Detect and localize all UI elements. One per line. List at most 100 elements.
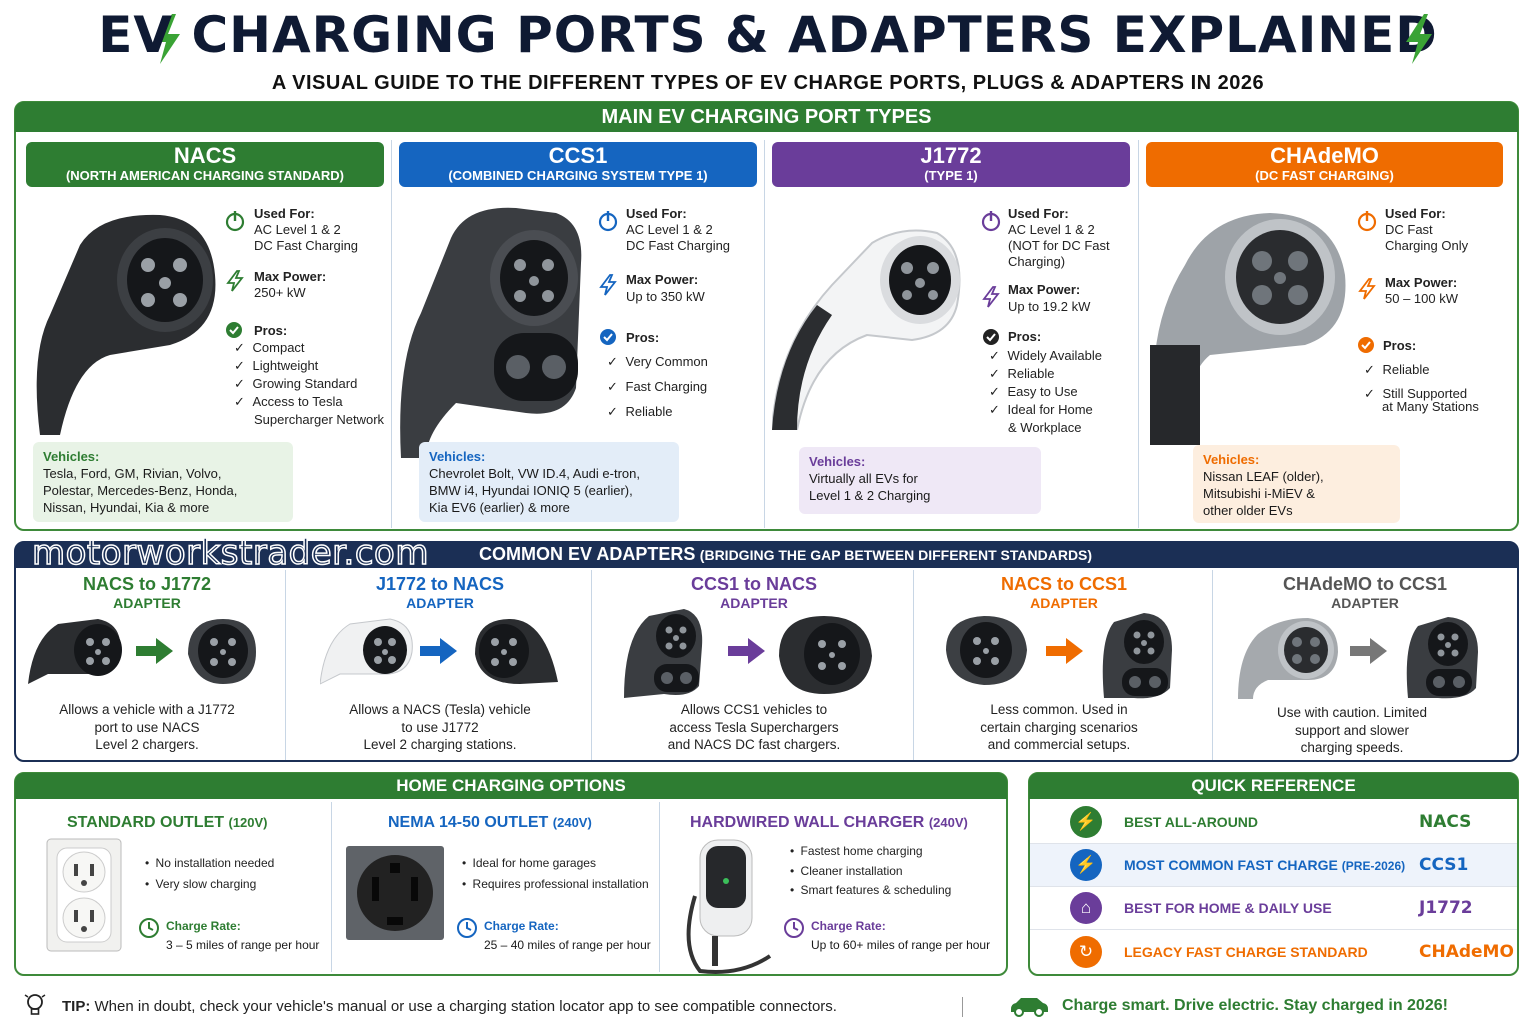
adapter-subtitle: ADAPTER bbox=[406, 595, 474, 611]
page-subtitle: A VISUAL GUIDE TO THE DIFFERENT TYPES OF… bbox=[271, 72, 1265, 94]
clock-icon bbox=[784, 918, 804, 938]
watermark: motorworkstrader.com bbox=[31, 532, 429, 574]
quick-reference-table: ⚡ BEST ALL-AROUND NACS ⚡ MOST COMMON FAS… bbox=[1030, 801, 1517, 973]
used-for-label: Used For: bbox=[626, 206, 687, 221]
j1772-to-nacs-adapter-image bbox=[320, 618, 558, 685]
port-subtitle: (TYPE 1) bbox=[924, 168, 978, 183]
pro-item-continued: at Many Stations bbox=[1382, 399, 1479, 414]
adapter-subtitle: ADAPTER bbox=[1030, 595, 1098, 611]
pro-item: Growing Standard bbox=[234, 375, 358, 393]
home-option-title: HARDWIRED WALL CHARGER (240V) bbox=[690, 814, 968, 831]
nacs-to-ccs1-adapter-image bbox=[946, 613, 1172, 699]
charge-rate-label: Charge Rate: bbox=[484, 919, 559, 933]
pro-item: Reliable bbox=[989, 365, 1102, 383]
used-for-label: Used For: bbox=[1385, 206, 1446, 221]
pros-label: Pros: bbox=[626, 330, 660, 345]
pro-item: Fast Charging bbox=[607, 374, 708, 399]
pros-label: Pros: bbox=[1008, 329, 1042, 344]
footer-tip: TIP: When in doubt, check your vehicle's… bbox=[62, 998, 837, 1015]
pro-item-continued: & Workplace bbox=[1008, 420, 1082, 435]
qr-value: NACS bbox=[1419, 812, 1472, 832]
pro-item: Access to Tesla bbox=[234, 393, 357, 411]
pro-item: Easy to Use bbox=[989, 383, 1102, 401]
home-section-title: HOME CHARGING OPTIONS bbox=[15, 773, 1007, 799]
power-icon bbox=[981, 211, 1001, 232]
charge-rate-value: Up to 60+ miles of range per hour bbox=[811, 938, 991, 952]
pros-label: Pros: bbox=[254, 323, 288, 338]
qr-value: J1772 bbox=[1419, 898, 1473, 918]
used-for-label: Used For: bbox=[254, 206, 315, 221]
port-name: J1772 bbox=[920, 143, 982, 168]
nacs-to-j1772-adapter-image bbox=[28, 619, 256, 684]
qr-value: CHAdeMO bbox=[1419, 941, 1514, 962]
pro-item: Widely Available bbox=[989, 347, 1102, 365]
nema-outlet-image bbox=[346, 846, 444, 940]
adapter-subtitle: ADAPTER bbox=[113, 595, 181, 611]
j1772-header: J1772 (TYPE 1) bbox=[772, 142, 1130, 187]
home-option-bullets: No installation neededVery slow charging bbox=[145, 853, 275, 895]
max-power-value: 250+ kW bbox=[254, 285, 306, 300]
adapter-divider bbox=[285, 570, 286, 760]
qr-value: CCS1 bbox=[1419, 855, 1469, 875]
clock-icon bbox=[457, 918, 477, 938]
pro-item-continued: Supercharger Network bbox=[254, 412, 385, 427]
port-name: CHAdeMO bbox=[1270, 143, 1379, 168]
column-divider bbox=[391, 140, 392, 528]
port-name: NACS bbox=[173, 143, 237, 168]
adapter-title: CHAdeMO to CCS1 bbox=[1282, 574, 1447, 594]
adapters-section-title: COMMON EV ADAPTERS (BRIDGING THE GAP BET… bbox=[479, 544, 1093, 564]
adapter-divider bbox=[913, 570, 914, 760]
adapter-title: J1772 to NACS bbox=[375, 574, 505, 594]
qr-label: MOST COMMON FAST CHARGE (PRE-2026) bbox=[1124, 857, 1406, 873]
check-circle-icon bbox=[1358, 337, 1374, 353]
column-divider bbox=[764, 140, 765, 528]
main-section-title: MAIN EV CHARGING PORT TYPES bbox=[15, 102, 1518, 132]
quick-reference-title: QUICK REFERENCE bbox=[1029, 773, 1518, 799]
chademo-header: CHAdeMO (DC FAST CHARGING) bbox=[1146, 142, 1503, 187]
footer-divider bbox=[962, 997, 963, 1017]
port-subtitle: (NORTH AMERICAN CHARGING STANDARD) bbox=[65, 168, 345, 183]
pro-item: Reliable bbox=[1364, 358, 1467, 382]
max-power-label: Max Power: bbox=[1385, 275, 1458, 290]
lightbulb-icon bbox=[24, 994, 46, 1015]
column-divider bbox=[1138, 140, 1139, 528]
lightning-icon bbox=[599, 274, 617, 296]
clock-icon bbox=[139, 918, 159, 938]
wall-charger-image bbox=[686, 839, 772, 974]
adapter-title: NACS to J1772 bbox=[82, 574, 212, 594]
lightning-bolt-icon bbox=[1406, 14, 1432, 64]
adapter-subtitle: ADAPTER bbox=[1331, 595, 1399, 611]
adapter-title: NACS to CCS1 bbox=[1000, 574, 1127, 594]
pro-item: Compact bbox=[234, 339, 357, 357]
vehicles-label: Vehicles: bbox=[809, 454, 866, 469]
max-power-label: Max Power: bbox=[1008, 282, 1081, 297]
nacs-pros-list: Compact Lightweight Growing Standard Acc… bbox=[234, 339, 358, 411]
adapter-divider bbox=[1212, 570, 1213, 760]
charge-rate-value: 25 – 40 miles of range per hour bbox=[484, 938, 651, 952]
ccs1-connector-image bbox=[400, 207, 582, 458]
vehicles-label: Vehicles: bbox=[429, 449, 486, 464]
ccs1-vehicles-box: Vehicles: Chevrolet Bolt, VW ID.4, Audi … bbox=[419, 442, 679, 522]
ccs1-pros-list: Very Common Fast Charging Reliable bbox=[607, 349, 708, 424]
home-option-bullets: Fastest home chargingCleaner installatio… bbox=[790, 842, 952, 901]
max-power-label: Max Power: bbox=[626, 272, 699, 287]
nacs-header: NACS (NORTH AMERICAN CHARGING STANDARD) bbox=[26, 142, 384, 187]
lightning-icon bbox=[226, 270, 244, 292]
charge-rate-label: Charge Rate: bbox=[166, 919, 241, 933]
car-icon bbox=[1011, 998, 1048, 1017]
quick-reference-row: ↻ LEGACY FAST CHARGE STANDARD CHAdeMO bbox=[1030, 930, 1517, 973]
quick-reference-row: ⚡ BEST ALL-AROUND NACS bbox=[1030, 801, 1517, 844]
charge-rate-label: Charge Rate: bbox=[811, 919, 886, 933]
port-name: CCS1 bbox=[548, 143, 608, 168]
port-subtitle: (COMBINED CHARGING SYSTEM TYPE 1) bbox=[448, 168, 708, 183]
lightning-icon bbox=[1358, 278, 1376, 300]
